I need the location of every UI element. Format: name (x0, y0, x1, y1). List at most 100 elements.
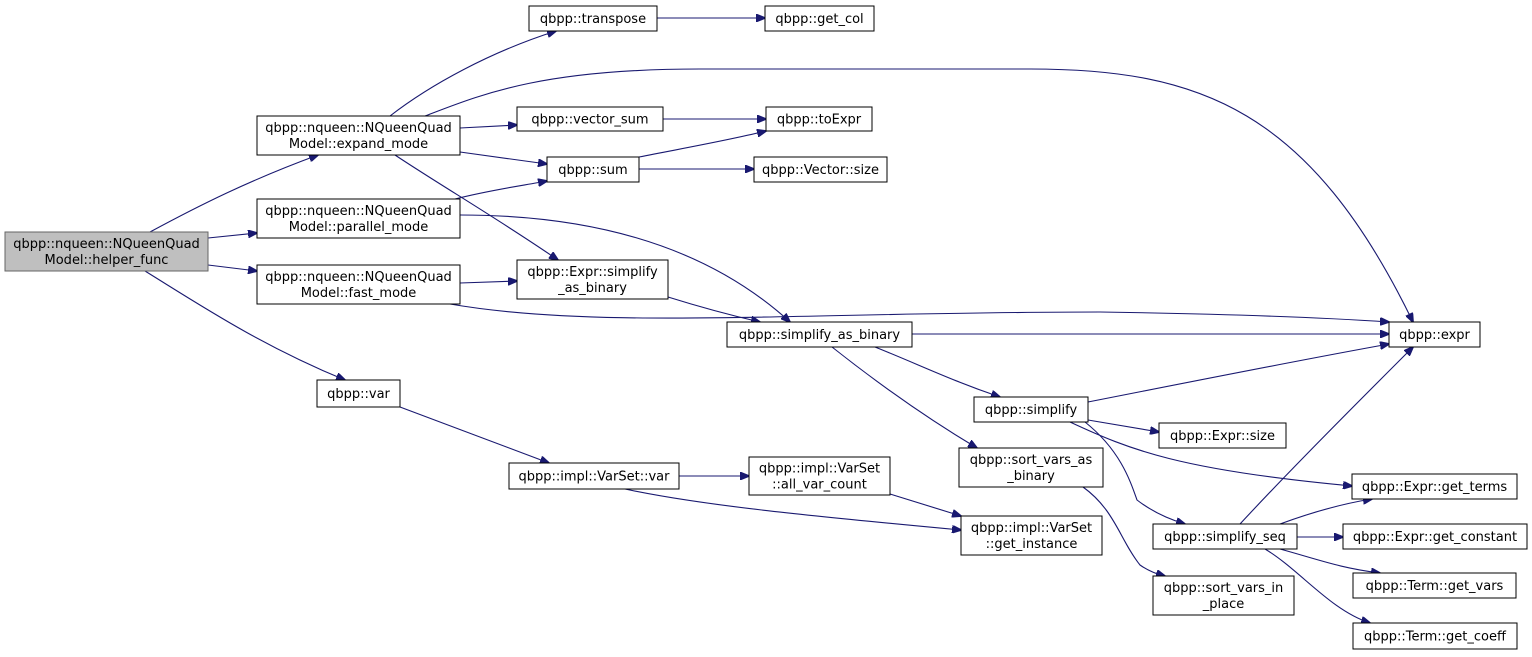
node-simplify-as-binary[interactable]: qbpp::simplify_as_binary (726, 321, 913, 348)
node-label: qbpp::sort_vars_as (970, 453, 1093, 468)
node-sum[interactable]: qbpp::sum (546, 156, 640, 183)
edge-expand_mode-to-sum (459, 151, 547, 164)
node-label: Model::parallel_mode (289, 220, 429, 235)
node-parallel-mode[interactable]: qbpp::nqueen::NQueenQuadModel::parallel_… (256, 198, 461, 239)
edge-helper_func-to-fast_mode (207, 264, 257, 271)
edge-impl_var-to-get_instance (624, 488, 961, 530)
node-box (748, 456, 891, 496)
node-get-coeff[interactable]: qbpp::Term::get_coeff (1352, 622, 1518, 650)
node-box (1351, 473, 1518, 500)
node-sort-vars-as-binary[interactable]: qbpp::sort_vars_as_binary (958, 447, 1104, 488)
node-box (256, 115, 461, 156)
node-box (316, 379, 401, 408)
node-vector-sum[interactable]: qbpp::vector_sum (516, 106, 664, 132)
node-box (1352, 622, 1518, 650)
node-label: qbpp::sort_vars_in (1164, 581, 1284, 596)
edge-simplify_seq-to-get_vars (1279, 548, 1380, 573)
node-label: qbpp::nqueen::NQueenQuad (265, 121, 452, 136)
node-transpose[interactable]: qbpp::transpose (528, 5, 658, 32)
node-box (256, 198, 461, 239)
node-vector-size[interactable]: qbpp::Vector::size (753, 156, 888, 183)
node-label: qbpp::Expr::simplify (527, 265, 658, 280)
node-box (973, 396, 1089, 423)
node-get-vars[interactable]: qbpp::Term::get_vars (1352, 572, 1517, 599)
node-get-col[interactable]: qbpp::get_col (764, 5, 875, 32)
node-label: qbpp::nqueen::NQueenQuad (265, 204, 452, 219)
edge-helper_func-to-var (144, 270, 345, 380)
edge-simplify-to-expr (1087, 344, 1389, 403)
node-label: qbpp::impl::VarSet (759, 462, 880, 477)
node-box (1352, 572, 1517, 599)
node-label: qbpp::var (327, 387, 390, 402)
node-get-instance[interactable]: qbpp::impl::VarSet::get_instance (960, 515, 1103, 556)
node-var[interactable]: qbpp::var (316, 379, 401, 408)
node-expr-size[interactable]: qbpp::Expr::size (1158, 422, 1287, 449)
node-expand-mode[interactable]: qbpp::nqueen::NQueenQuadModel::expand_mo… (256, 115, 461, 156)
edge-expand_mode-to-transpose (389, 31, 556, 117)
node-label: qbpp::Term::get_coeff (1364, 630, 1507, 645)
node-label: qbpp::nqueen::NQueenQuad (13, 237, 200, 252)
node-label: qbpp::simplify (985, 403, 1078, 418)
node-label: qbpp::Expr::get_constant (1353, 530, 1517, 545)
node-helper-func[interactable]: qbpp::nqueen::NQueenQuadModel::helper_fu… (4, 231, 209, 272)
nodes-layer: qbpp::nqueen::NQueenQuadModel::helper_fu… (4, 5, 1528, 650)
node-label: qbpp::impl::VarSet::var (519, 470, 671, 485)
node-box (764, 5, 875, 32)
node-label: _place (1202, 597, 1244, 612)
edge-simplify_as_binary-to-sort_vars_as_binary (831, 346, 977, 448)
node-label: Model::expand_mode (289, 137, 428, 152)
node-expr-simplify-as-binary[interactable]: qbpp::Expr::simplify_as_binary (516, 259, 669, 300)
node-label: qbpp::nqueen::NQueenQuad (265, 270, 452, 285)
edge-fast_mode-to-expr_simplify_as_binary (459, 281, 517, 283)
node-label: qbpp::simplify_seq (1164, 530, 1286, 545)
node-label: qbpp::toExpr (777, 113, 862, 128)
node-box (1158, 422, 1287, 449)
edges-layer (144, 18, 1413, 623)
node-box (753, 156, 888, 183)
node-label: qbpp::sum (558, 163, 627, 178)
node-label: qbpp::Expr::size (1170, 429, 1275, 444)
edge-helper_func-to-parallel_mode (207, 233, 257, 239)
node-box (508, 462, 680, 490)
node-impl-var[interactable]: qbpp::impl::VarSet::var (508, 462, 680, 490)
edge-fast_mode-to-expr (449, 303, 1389, 322)
edge-sum-to-toExpr (638, 131, 766, 158)
node-label: qbpp::Vector::size (762, 163, 879, 178)
node-box (958, 447, 1104, 488)
edge-simplify-to-expr_size (1087, 419, 1159, 432)
edge-simplify_seq-to-get_terms (1279, 499, 1372, 525)
node-get-constant[interactable]: qbpp::Expr::get_constant (1342, 523, 1528, 550)
edge-all_var_count-to-get_instance (889, 493, 961, 516)
edge-var-to-impl_var (399, 406, 549, 463)
node-box (1152, 523, 1298, 550)
node-box (546, 156, 640, 183)
node-box (960, 515, 1103, 556)
node-expr[interactable]: qbpp::expr (1388, 321, 1481, 348)
node-get-terms[interactable]: qbpp::Expr::get_terms (1351, 473, 1518, 500)
node-label: qbpp::get_col (775, 12, 863, 27)
edge-simplify-to-get_terms (1069, 421, 1352, 486)
node-sort-vars-in-place[interactable]: qbpp::sort_vars_in_place (1152, 575, 1295, 616)
node-simplify[interactable]: qbpp::simplify (973, 396, 1089, 423)
edge-parallel_mode-to-simplify_as_binary (459, 214, 790, 322)
node-simplify-seq[interactable]: qbpp::simplify_seq (1152, 523, 1298, 550)
edge-sort_vars_as_binary-to-sort_vars_in_place (1082, 486, 1165, 576)
edge-simplify_seq-to-get_coeff (1264, 548, 1370, 623)
node-label: ::get_instance (986, 537, 1078, 552)
node-label: qbpp::vector_sum (531, 113, 648, 128)
edge-expand_mode-to-expr (424, 68, 1413, 322)
node-all-var-count[interactable]: qbpp::impl::VarSet::all_var_count (748, 456, 891, 496)
node-box (1152, 575, 1295, 616)
edge-simplify_as_binary-to-simplify (874, 346, 1000, 397)
node-toExpr[interactable]: qbpp::toExpr (765, 106, 873, 132)
node-label: qbpp::Expr::get_terms (1362, 480, 1508, 495)
node-label: qbpp::simplify_as_binary (739, 328, 900, 343)
node-box (726, 321, 913, 348)
node-label: _as_binary (557, 281, 627, 296)
node-label: _binary (1006, 469, 1055, 484)
node-box (516, 106, 664, 132)
edge-expand_mode-to-vector_sum (459, 125, 517, 128)
node-label: qbpp::Term::get_vars (1366, 579, 1504, 594)
